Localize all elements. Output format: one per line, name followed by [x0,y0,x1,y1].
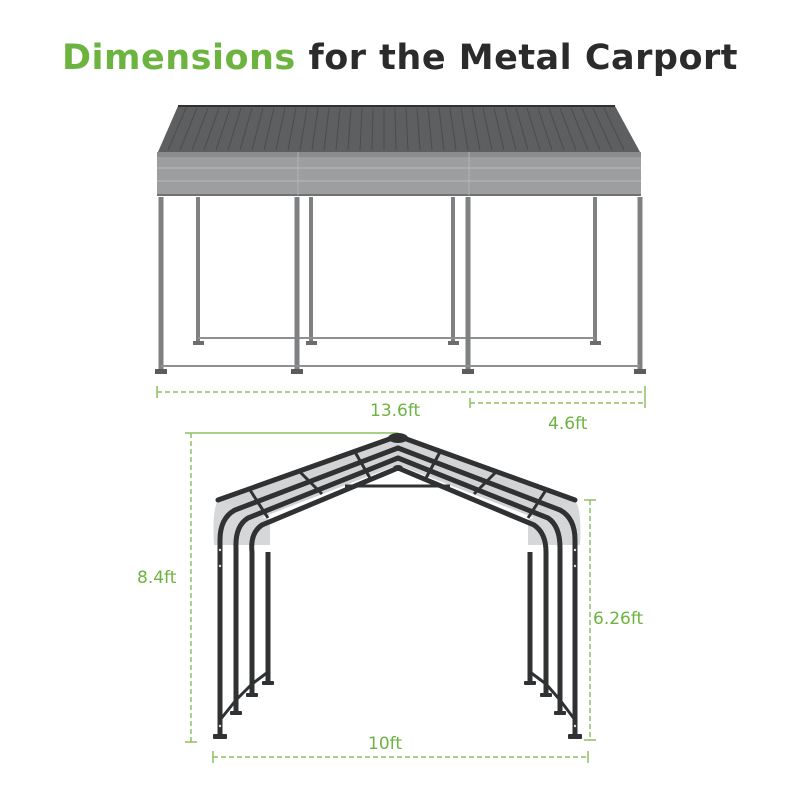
page-title: Dimensions for the Metal Carport [0,38,800,78]
dim-bay-length: 4.6ft [548,414,588,434]
dim-width: 10ft [368,734,402,754]
dim-total-height: 8.4ft [137,568,177,588]
dim-side-height: 6.26ft [593,609,644,629]
title-accent: Dimensions [61,38,296,78]
dim-total-length: 13.6ft [370,401,421,421]
title-rest: for the Metal Carport [295,38,739,78]
